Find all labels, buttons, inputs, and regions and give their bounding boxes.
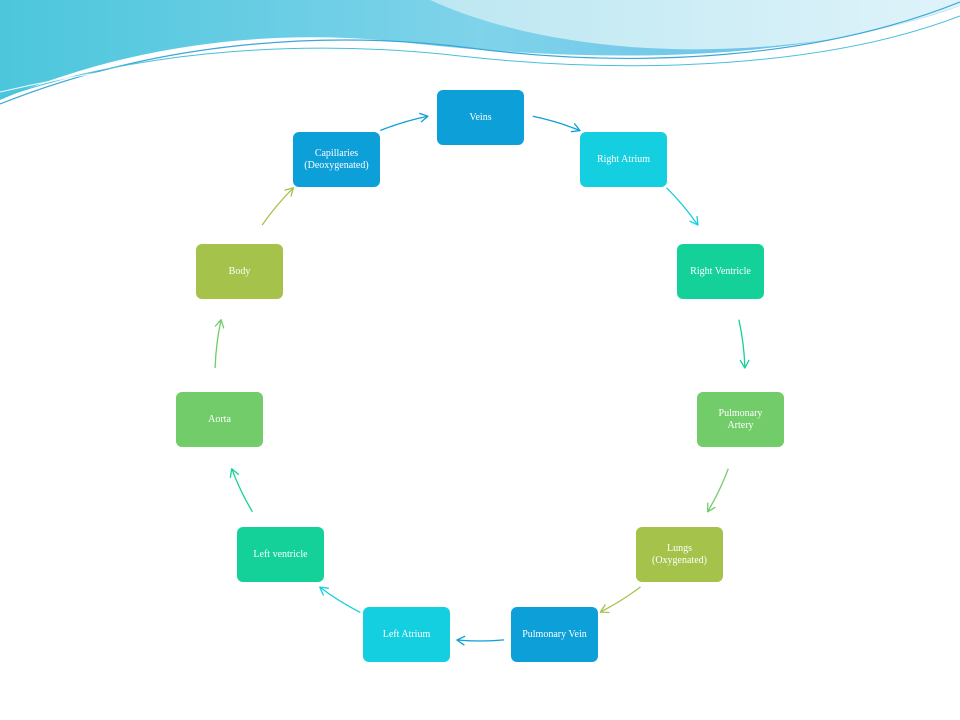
node-left-ventricle: Left ventricle <box>237 527 324 582</box>
node-capillaries: Capillaries (Deoxygenated) <box>293 132 380 187</box>
arrowhead-left-atrium-to-left-ventricle <box>319 586 329 596</box>
node-veins: Veins <box>437 90 524 145</box>
arrowhead-capillaries-to-veins <box>418 112 429 123</box>
node-pulmonary-vein: Pulmonary Vein <box>511 607 598 662</box>
node-aorta: Aorta <box>176 392 263 447</box>
arrow-lungs-to-pulmonary-vein <box>600 586 641 613</box>
node-right-atrium: Right Atrium <box>580 132 667 187</box>
arrow-pulmonary-artery-to-lungs <box>707 468 729 513</box>
arrowhead-left-ventricle-to-aorta <box>229 468 240 478</box>
arrow-left-ventricle-to-aorta <box>231 468 253 513</box>
node-right-ventricle: Right Ventricle <box>677 244 764 299</box>
arrow-left-atrium-to-left-ventricle <box>319 586 361 613</box>
arrowhead-body-to-capillaries <box>284 187 295 197</box>
arrow-right-atrium-to-right-ventricle <box>666 187 699 226</box>
arrowhead-aorta-to-body <box>214 319 225 329</box>
arrowhead-right-atrium-to-right-ventricle <box>689 215 699 226</box>
arrow-body-to-capillaries <box>261 187 294 226</box>
node-lungs: Lungs (Oxygenated) <box>636 527 723 582</box>
arrowhead-pulmonary-artery-to-lungs <box>706 502 716 513</box>
arrowhead-pulmonary-vein-to-left-atrium <box>456 635 466 646</box>
arrow-pulmonary-vein-to-left-atrium <box>456 639 505 642</box>
arrow-capillaries-to-veins <box>380 115 429 132</box>
node-pulmonary-artery: Pulmonary Artery <box>697 392 784 447</box>
node-body: Body <box>196 244 283 299</box>
arrowhead-lungs-to-pulmonary-vein <box>599 604 610 614</box>
arrow-aorta-to-body <box>214 319 222 369</box>
node-left-atrium: Left Atrium <box>363 607 450 662</box>
arrow-veins-to-right-atrium <box>532 115 581 132</box>
header-wave-decoration <box>0 0 960 105</box>
arrowhead-veins-to-right-atrium <box>570 122 581 133</box>
arrowhead-right-ventricle-to-pulmonary-artery <box>739 359 750 369</box>
